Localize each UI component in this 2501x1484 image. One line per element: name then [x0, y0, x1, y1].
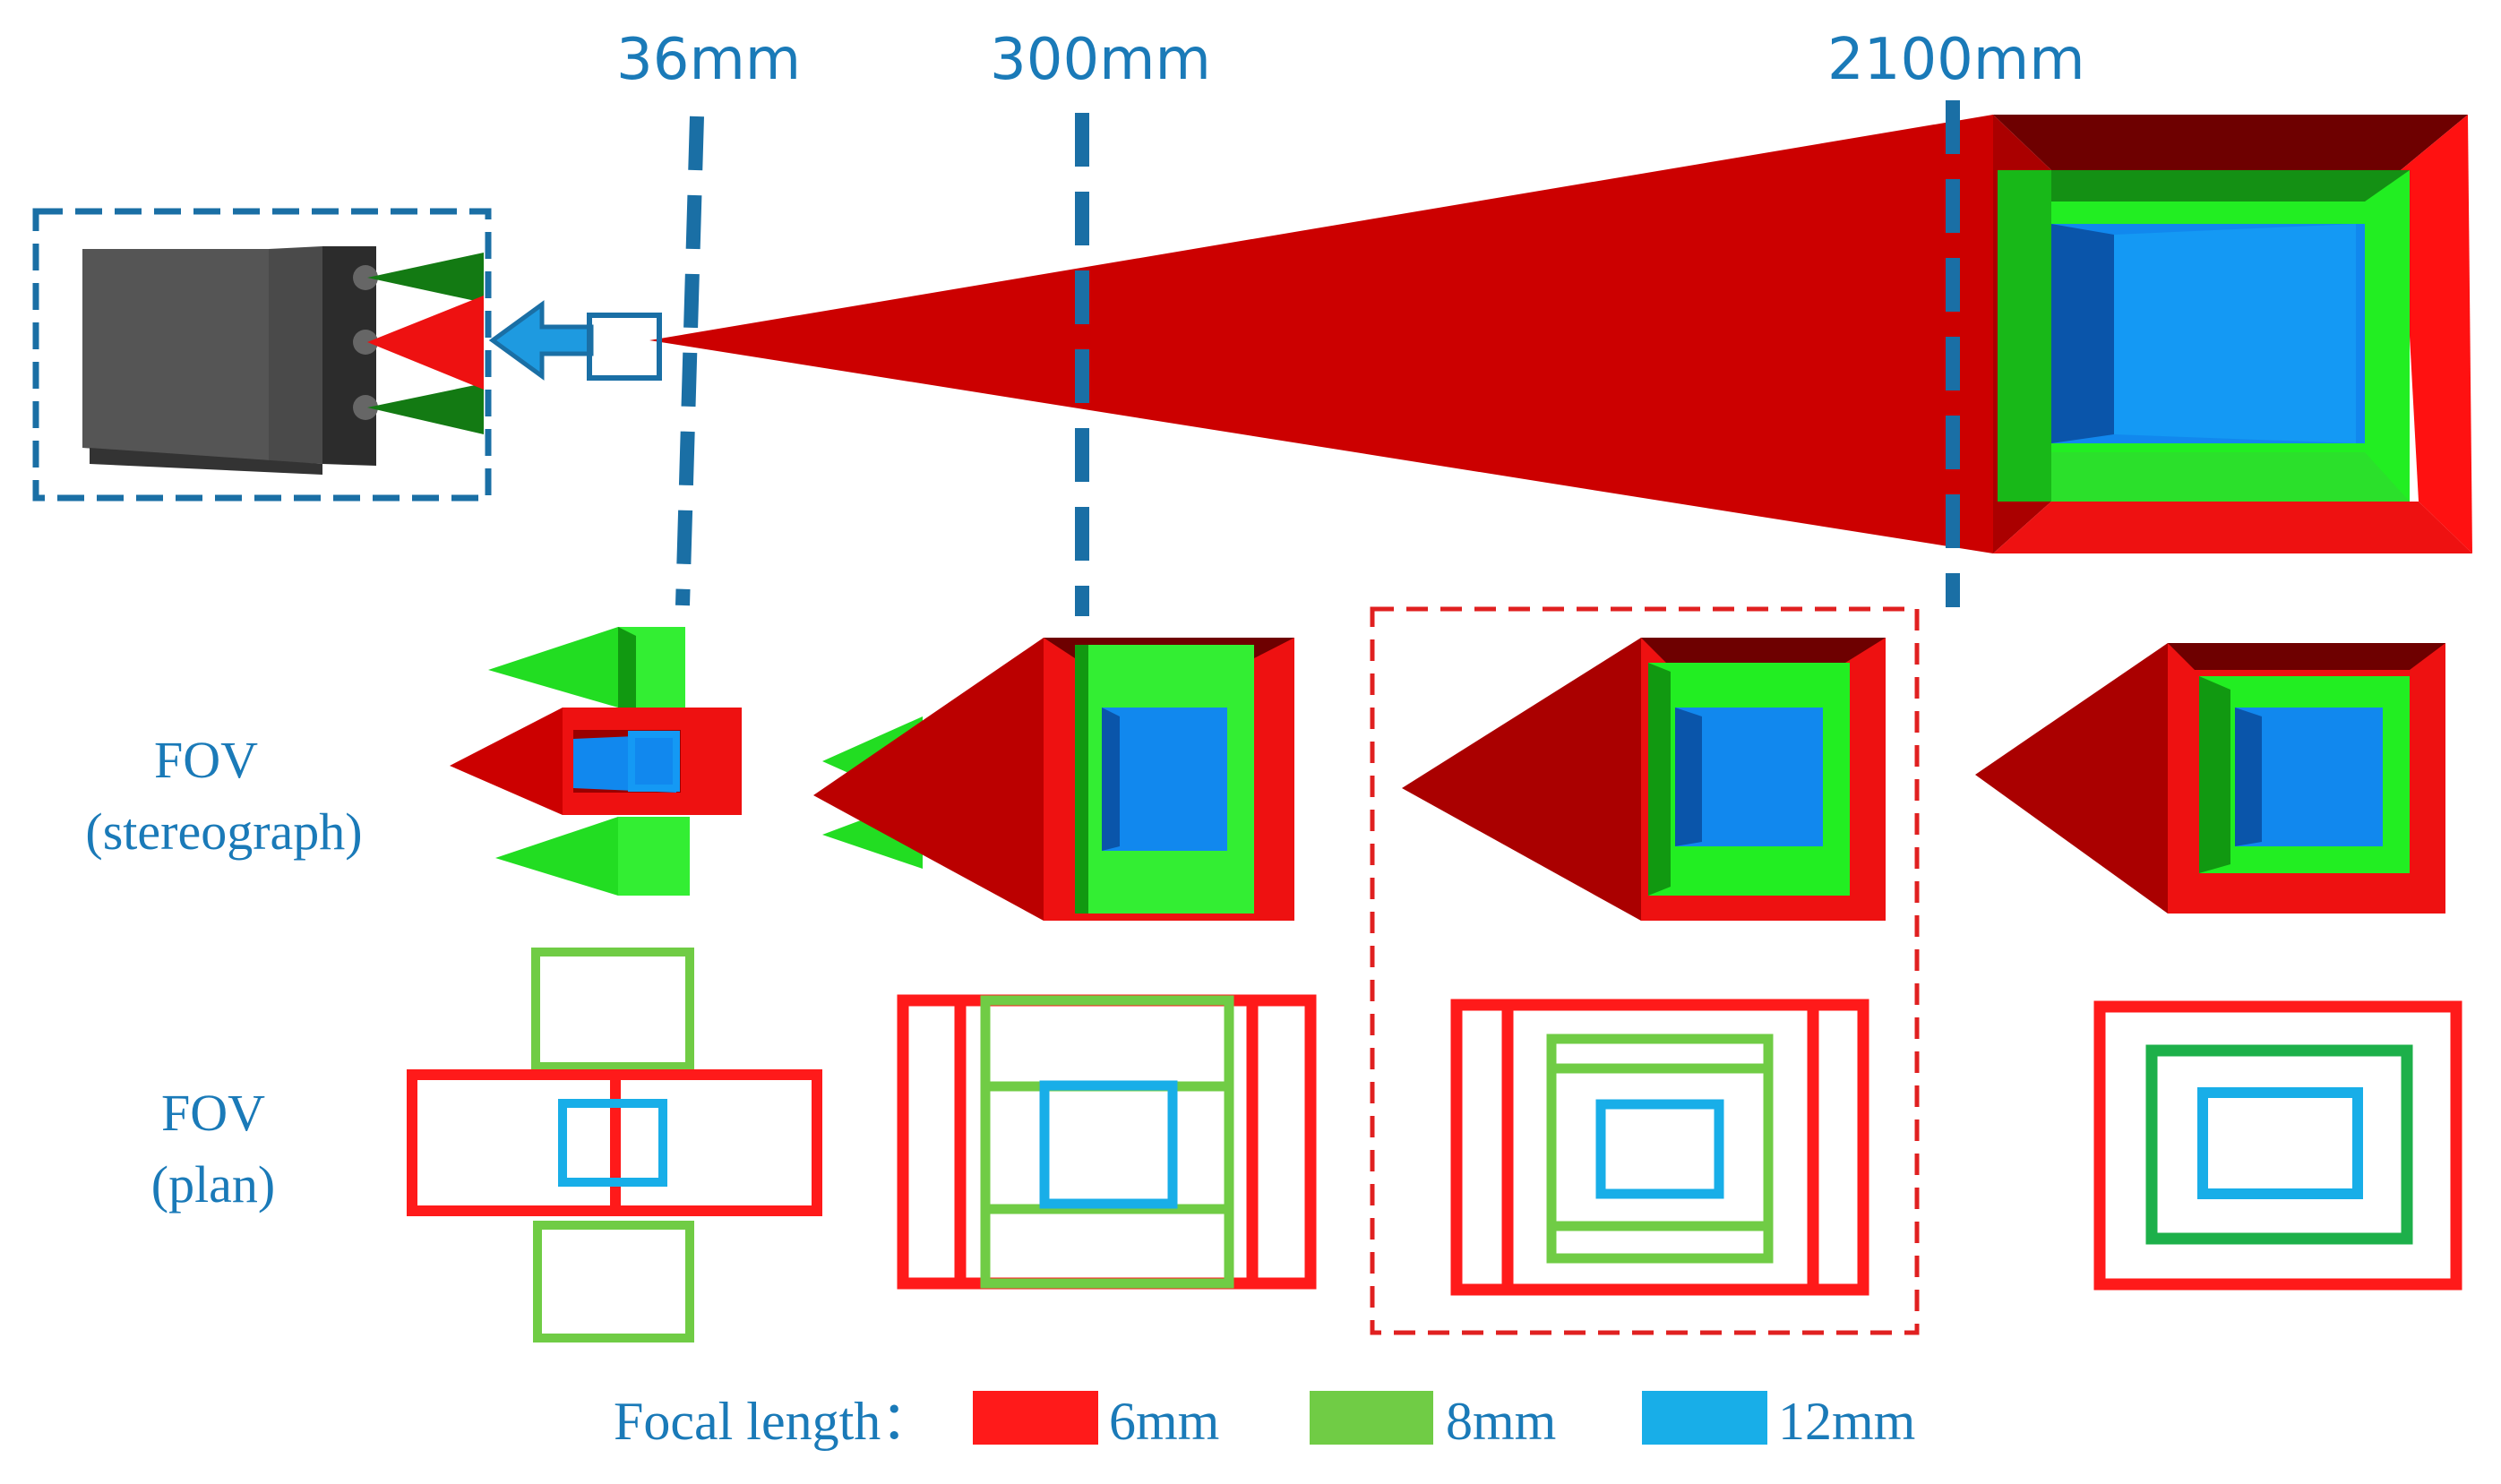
legend-swatch-6mm [973, 1391, 1098, 1445]
legend: Focal length： 6mm 8mm 12mm [614, 1391, 1915, 1451]
legend-swatch-8mm [1310, 1391, 1433, 1445]
main-cone-blue-frustum [2051, 224, 2365, 443]
main-fov-cone [649, 115, 2472, 553]
plan-far [2093, 1000, 2462, 1291]
camera-module [82, 246, 484, 475]
distance-label-2100mm: 2100mm [1827, 27, 2085, 93]
stereograph-2100mm-highlighted [1402, 638, 1886, 921]
stereograph-36mm [450, 627, 742, 896]
plan-36mm [407, 948, 822, 1342]
distance-label-36mm: 36mm [616, 27, 801, 93]
row-label-stereo-sub: (stereograph) [85, 802, 362, 861]
row-label-plan-sub: (plan) [151, 1155, 276, 1214]
plan-2100mm-highlighted [1450, 999, 1869, 1296]
camera-callout-box [32, 208, 492, 502]
zoom-arrow-icon [488, 300, 662, 381]
stereograph-far [1975, 643, 2445, 914]
row-label-stereo-fov: FOV [154, 731, 258, 789]
highlight-callout-box [1370, 606, 1920, 1335]
legend-title: Focal length： [614, 1392, 934, 1451]
legend-swatch-12mm [1642, 1391, 1767, 1445]
legend-label-8mm: 8mm [1446, 1392, 1556, 1451]
row-label-plan-fov: FOV [161, 1084, 265, 1142]
legend-label-6mm: 6mm [1109, 1392, 1219, 1451]
distance-label-300mm: 300mm [990, 27, 1211, 93]
legend-label-12mm: 12mm [1778, 1392, 1915, 1451]
plan-300mm [897, 994, 1317, 1290]
distance-line-36mm [675, 116, 704, 606]
stereograph-300mm [813, 638, 1294, 921]
